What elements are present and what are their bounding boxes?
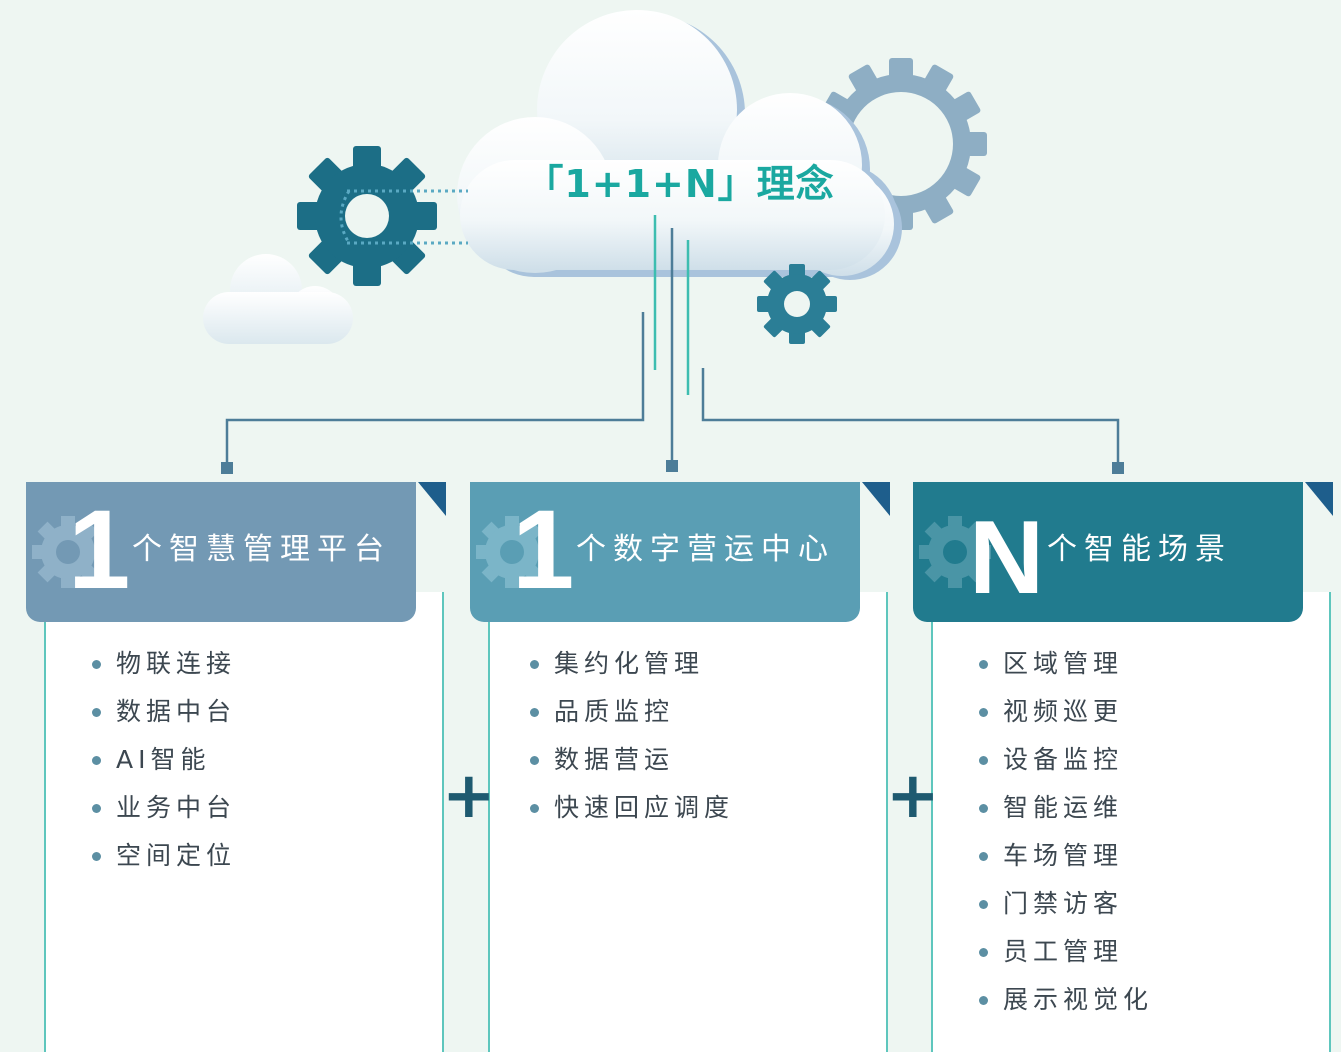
- card-smart-scenes: N 个智能场景 区域管理 视频巡更 设备监控 智能运维 车场管理 门禁访客 员工…: [913, 482, 1333, 1052]
- small-gear-icon: [757, 264, 837, 344]
- card-number: 1: [68, 487, 131, 612]
- teal-gear-icon: [297, 146, 437, 286]
- list-item: 车场管理: [979, 840, 1153, 888]
- card-number: 1: [512, 487, 575, 612]
- list-item: 门禁访客: [979, 888, 1153, 936]
- list-item: AI智能: [92, 744, 236, 792]
- list-item: 品质监控: [530, 696, 734, 744]
- small-cloud-icon: [203, 254, 353, 344]
- connector-end-squares: [221, 460, 1124, 474]
- concept-title: 「1+1+N」理念: [525, 161, 835, 206]
- list-item: 展示视觉化: [979, 984, 1153, 1032]
- list-item: 空间定位: [92, 840, 236, 888]
- feature-list: 集约化管理 品质监控 数据营运 快速回应调度: [530, 648, 734, 840]
- card-smart-platform: 1 个智慧管理平台 物联连接 数据中台 AI智能 业务中台 空间定位: [26, 482, 446, 1052]
- plus-sign: +: [886, 759, 940, 833]
- list-item: 视频巡更: [979, 696, 1153, 744]
- list-item: 物联连接: [92, 648, 236, 696]
- card-number: N: [969, 500, 1045, 616]
- card-fold: [418, 482, 446, 516]
- gear-icon: [919, 516, 991, 588]
- card-fold: [1305, 482, 1333, 516]
- card-title: 个智能场景: [1047, 532, 1232, 567]
- card-fold: [862, 482, 890, 516]
- list-item: 数据中台: [92, 696, 236, 744]
- list-item: 设备监控: [979, 744, 1153, 792]
- list-item: 员工管理: [979, 936, 1153, 984]
- card-body: [931, 592, 1331, 1052]
- card-title: 个智慧管理平台: [132, 532, 391, 567]
- plus-sign: +: [442, 759, 496, 833]
- list-item: 快速回应调度: [530, 792, 734, 840]
- list-item: 区域管理: [979, 648, 1153, 696]
- gear-icon: [476, 516, 548, 588]
- list-item: 智能运维: [979, 792, 1153, 840]
- card-header: 1 个数字营运中心: [470, 482, 860, 622]
- feature-list: 物联连接 数据中台 AI智能 业务中台 空间定位: [92, 648, 236, 888]
- connector-lines: [225, 215, 1120, 464]
- gear-icon: [32, 516, 104, 588]
- card-body: [44, 592, 444, 1052]
- card-title: 个数字营运中心: [576, 532, 835, 567]
- feature-list: 区域管理 视频巡更 设备监控 智能运维 车场管理 门禁访客 员工管理 展示视觉化: [979, 648, 1153, 1032]
- card-header: 1 个智慧管理平台: [26, 482, 416, 622]
- list-item: 集约化管理: [530, 648, 734, 696]
- list-item: 数据营运: [530, 744, 734, 792]
- main-cloud-icon: [457, 10, 902, 280]
- list-item: 业务中台: [92, 792, 236, 840]
- dotted-link-lines: [339, 189, 468, 245]
- card-digital-center: 1 个数字营运中心 集约化管理 品质监控 数据营运 快速回应调度: [470, 482, 890, 1052]
- card-header: N 个智能场景: [913, 482, 1303, 622]
- card-body: [488, 592, 888, 1052]
